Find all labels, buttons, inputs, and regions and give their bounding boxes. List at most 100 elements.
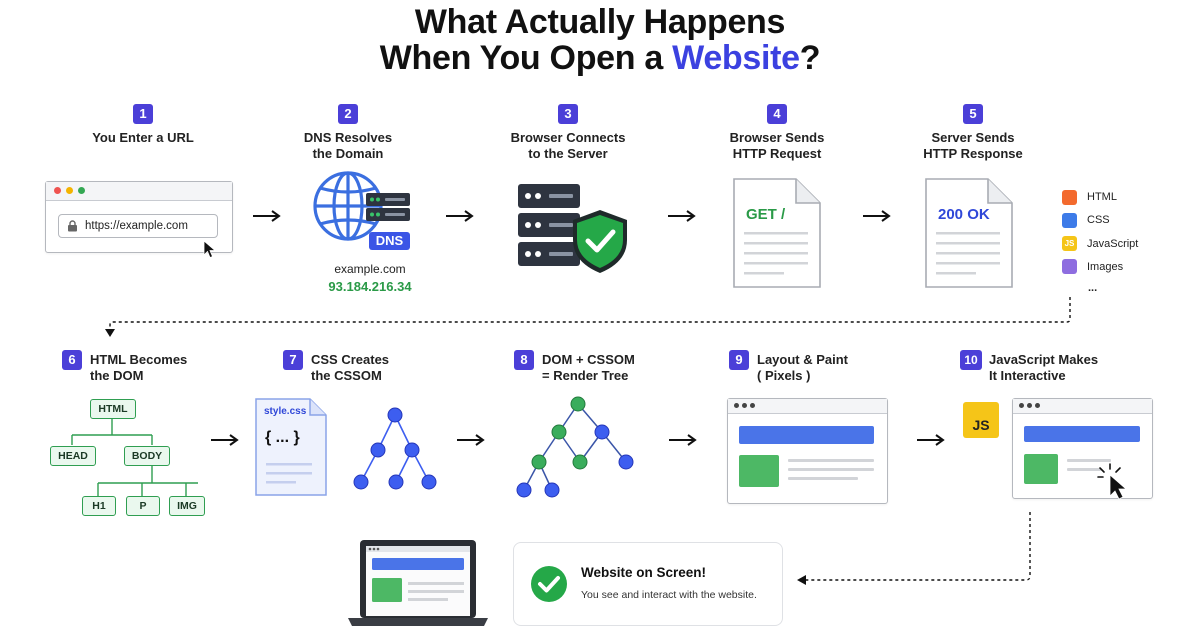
arrow-7-8-icon (457, 434, 485, 446)
step-1-badge: 1 (133, 104, 153, 124)
step-10-label-line-1: JavaScript Makes (989, 352, 1099, 367)
step-6-label-line-2: the DOM (90, 368, 144, 383)
arrow-3-4-icon (668, 210, 696, 222)
paint-browser-bar (728, 399, 887, 414)
image-file-icon (1062, 259, 1077, 274)
step-7-label-line-2: the CSSOM (311, 368, 382, 383)
css-file-icon-large (255, 398, 327, 496)
secure-server-icon (518, 184, 627, 273)
paint-dot-3-icon (750, 403, 755, 408)
paint-text-line (788, 459, 874, 462)
javascript-tile-icon: JS (963, 402, 999, 438)
step-3-label-line-1: Browser Connects (510, 130, 626, 145)
connector-row1-row2 (105, 297, 1071, 337)
step-2-badge: 2 (338, 104, 358, 124)
success-check-icon (531, 566, 567, 602)
page-title-line-2: When You Open a Website? (0, 38, 1200, 78)
arrow-6-7-icon (211, 434, 239, 446)
step-8-label: DOM + CSSOM= Render Tree (542, 352, 692, 384)
dom-node-html: HTML (90, 399, 136, 419)
step-4-label-line-2: HTTP Request (732, 146, 822, 161)
response-document-icon (925, 178, 1013, 288)
interactive-browser-bar (1013, 399, 1152, 414)
step-9-label-line-1: Layout & Paint (757, 352, 849, 367)
step-4-label-line-1: Browser Sends (729, 130, 825, 145)
close-dot-icon (54, 187, 61, 194)
dom-node-p: P (126, 496, 160, 516)
dns-label: DNS (375, 233, 404, 248)
page-title-line-1: What Actually Happens (414, 3, 786, 41)
step-2-label-line-2: the Domain (312, 146, 384, 161)
connector-row2-final (797, 512, 1031, 585)
step-9-label: Layout & Paint( Pixels ) (757, 352, 907, 384)
interactive-text-line (1067, 459, 1111, 462)
step-6-badge: 6 (62, 350, 82, 370)
step-3-label-line-2: to the Server (528, 146, 608, 161)
step-10-badge: 10 (960, 350, 982, 370)
browser-title-bar (46, 182, 232, 201)
minimize-dot-icon (66, 187, 73, 194)
arrow-9-10-icon (917, 434, 945, 446)
request-document-icon (733, 178, 821, 288)
paint-browser-window (727, 398, 888, 504)
render-tree-icon (516, 396, 634, 498)
step-8-badge: 8 (514, 350, 534, 370)
lock-icon (68, 220, 77, 232)
step-4-badge: 4 (767, 104, 787, 124)
url-input[interactable]: https://example.com (58, 214, 218, 238)
interactive-browser-window (1012, 398, 1153, 499)
laptop-icon (348, 540, 488, 626)
paint-image-block (739, 455, 779, 487)
step-10-label-line-2: It Interactive (989, 368, 1066, 383)
interactive-dot-2-icon (1027, 403, 1032, 408)
dom-node-h1: H1 (82, 496, 116, 516)
step-7-badge: 7 (283, 350, 303, 370)
http-200-ok-text: 200 OK (938, 206, 990, 223)
html-file-icon (1062, 190, 1077, 205)
arrow-2-3-icon (446, 210, 474, 222)
step-7-label-line-1: CSS Creates (311, 352, 390, 367)
resource-javascript: JavaScript (1087, 238, 1139, 250)
paint-dot-2-icon (742, 403, 747, 408)
url-text: https://example.com (85, 220, 188, 232)
step-9-badge: 9 (729, 350, 749, 370)
paint-dot-1-icon (734, 403, 739, 408)
maximize-dot-icon (78, 187, 85, 194)
resource-more: ... (1088, 282, 1098, 294)
css-file-name: style.css (264, 406, 307, 417)
resource-images: Images (1087, 261, 1124, 273)
title-prefix: When You Open a (379, 39, 673, 77)
step-2-label-line-1: DNS Resolves (303, 130, 393, 145)
step-9-label-line-2: ( Pixels ) (757, 368, 811, 383)
interactive-header-block (1024, 426, 1140, 442)
js-file-icon: JS (1062, 236, 1077, 251)
css-braces: { ... } (265, 429, 300, 446)
paint-text-line (788, 477, 858, 480)
final-subtitle: You see and interact with the website. (581, 589, 757, 601)
arrow-4-5-icon (863, 210, 891, 222)
dom-tree-connectors (71, 419, 198, 496)
final-title: Website on Screen! (581, 565, 707, 580)
css-file-icon (1062, 213, 1077, 228)
resource-css: CSS (1087, 214, 1110, 226)
step-1-label: You Enter a URL (63, 130, 223, 146)
final-result-card: Website on Screen! You see and interact … (513, 542, 783, 626)
click-cursor-icon (1097, 463, 1128, 500)
interactive-text-line (1067, 468, 1101, 471)
dom-node-body: BODY (124, 446, 170, 466)
cssom-tree-icon (353, 407, 437, 490)
globe-dns-server-icon (313, 171, 410, 250)
step-5-label-line-1: Server Sends (931, 130, 1015, 145)
title-accent: Website (672, 39, 800, 77)
arrow-8-9-icon (669, 434, 697, 446)
dns-ip-address: 93.184.216.34 (328, 279, 412, 294)
step-8-label-line-2: = Render Tree (542, 368, 629, 383)
interactive-image-block (1024, 454, 1058, 484)
